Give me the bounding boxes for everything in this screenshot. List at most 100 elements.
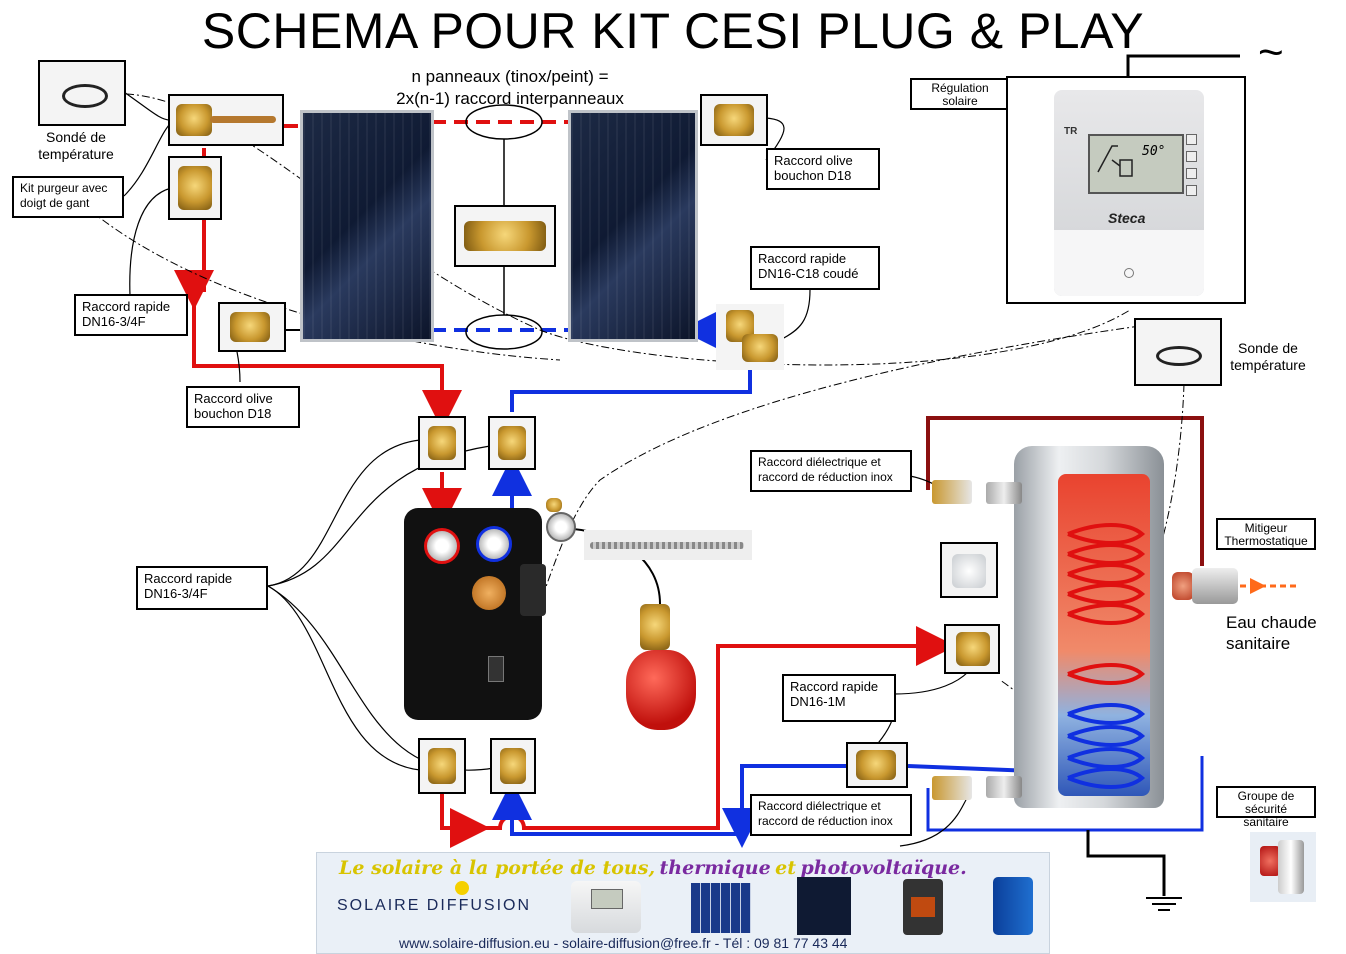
tagline-part2: thermique (659, 857, 771, 879)
raccord-coude-line1: Raccord rapide (758, 251, 847, 266)
station-fitting-bottom-right (490, 738, 536, 794)
panels-note-line1: n panneaux (tinox/peint) = (411, 67, 609, 86)
kit-purgeur-label: Kit purgeur avec doigt de gant (12, 176, 124, 218)
raccord-coude-photo (716, 304, 784, 370)
hot-pipe-interpanel (284, 120, 570, 128)
banner-controller-icon (571, 881, 641, 933)
raccord-olive-top-line1: Raccord olive (774, 153, 853, 168)
interpanel-fitting-photo (454, 205, 556, 267)
raccord-rapide-left-line2: DN16-3/4F (82, 314, 146, 329)
controller-brand: Steca (1108, 210, 1146, 226)
banner-stove-fire (911, 897, 935, 917)
olive-fitting-icon (230, 312, 270, 342)
raccord-olive-bottom-label: Raccord olive bouchon D18 (186, 386, 300, 428)
controller-lower-cover (1054, 230, 1204, 296)
station-fitting-bottom-left (418, 738, 466, 794)
tank-interior (1058, 474, 1150, 796)
eau-chaude-label: Eau chaude sanitaire (1226, 612, 1336, 654)
mitigeur-label: Mitigeur Thermostatique (1216, 518, 1316, 550)
footer-banner: Le solaire à la portée de tous, thermiqu… (316, 852, 1050, 954)
controller-button-up[interactable] (1186, 134, 1197, 145)
groupe-securite-photo (1250, 832, 1316, 902)
olive-fitting-icon-top (714, 104, 754, 136)
mitigeur-line2: Thermostatique (1224, 534, 1308, 548)
sensor-cable-icon-right (1156, 346, 1202, 366)
raccord-olive-bottom-photo (218, 302, 286, 352)
kit-purgeur-line2: doigt de gant (20, 196, 90, 210)
dielectrique-bottom-label: Raccord diélectrique et raccord de réduc… (750, 794, 912, 836)
raccord-rapide-top-photo (168, 156, 222, 220)
regulation-label: Régulation solaire (910, 78, 1010, 110)
controller-frame: TR 50° Steca (1006, 76, 1246, 304)
mixing-valve-knob-icon (1172, 572, 1194, 600)
solar-panel-1 (300, 110, 434, 342)
pressure-gauge-icon (546, 512, 576, 542)
safety-group-valve-icon (1260, 846, 1280, 876)
interpanel-fitting-icon (464, 221, 546, 251)
mitigeur-line1: Mitigeur (1244, 521, 1288, 535)
controller-button-ok[interactable] (1186, 168, 1197, 179)
safety-group-body-icon (1278, 840, 1304, 894)
raccord-dn16-1m-photo (944, 624, 1000, 674)
banner-tagline: Le solaire à la portée de tous, thermiqu… (339, 857, 967, 879)
raccord-bottom-photo (846, 742, 908, 788)
purgeur-rod-icon (210, 116, 276, 123)
steca-controller: TR 50° Steca (1054, 90, 1204, 296)
eau-chaude-line2: sanitaire (1226, 634, 1291, 653)
raccord-dn16-1m-line1: Raccord rapide (790, 679, 879, 694)
dhw-return-pipe (926, 416, 1204, 566)
brass-fitting-bottom-icon (856, 750, 896, 780)
tagline-part3: et (775, 857, 797, 879)
raccord-dn16-1m-line2: DN16-1M (790, 694, 846, 709)
sonde-right-photo (1134, 318, 1222, 386)
vessel-connector-icon (640, 604, 670, 650)
station-side-bracket (520, 564, 546, 616)
station-fitting-top-right (488, 416, 536, 470)
hot-pipe-collector (192, 148, 462, 430)
station-fitting-icon-1 (428, 426, 456, 460)
banner-pv-panel-icon (691, 883, 751, 933)
solar-panel-2 (568, 110, 698, 342)
white-plug-icon (952, 554, 986, 588)
tagline-part1: Le solaire à la portée de tous, (339, 857, 656, 879)
brass-fitting-icon (178, 166, 212, 210)
station-fitting-icon-2 (498, 426, 526, 460)
controller-model: TR (1064, 126, 1078, 137)
banner-brand: SOLAIRE DIFFUSION (337, 897, 532, 914)
raccord-rapide-station-line1: Raccord rapide (144, 571, 233, 586)
purgeur-valve-icon (176, 104, 212, 136)
hot-pipe-bottom (440, 794, 490, 848)
raccord-rapide-left-line1: Raccord rapide (82, 299, 171, 314)
sonde-right-label: Sonde de température (1220, 340, 1316, 374)
raccord-olive-top-label: Raccord olive bouchon D18 (766, 148, 880, 190)
raccord-olive-bottom-line1: Raccord olive (194, 391, 273, 406)
dielectrique-bottom-line2: raccord de réduction inox (758, 814, 893, 828)
sensor-cable-icon (62, 84, 108, 108)
dielectrique-top-label: Raccord diélectrique et raccord de réduc… (750, 450, 912, 492)
elbow-fitting-icon-b (742, 334, 778, 362)
raccord-rapide-station-label: Raccord rapide DN16-3/4F (136, 566, 268, 610)
cold-pipe-return (510, 370, 752, 412)
plug-fitting-photo (940, 542, 998, 598)
station-fitting-icon-4 (500, 748, 526, 784)
purgeur-photo (168, 94, 284, 146)
sonde-left-photo (38, 60, 126, 126)
panels-note: n panneaux (tinox/peint) = 2x(n-1) racco… (360, 66, 660, 110)
reduction-fitting-top-icon (986, 482, 1022, 504)
expansion-vessel-icon (626, 650, 696, 730)
banner-tank-icon (993, 877, 1033, 935)
groupe-securite-line2: sécurité sanitaire (1243, 802, 1289, 829)
dielectrique-top-line2: raccord de réduction inox (758, 470, 893, 484)
controller-button-menu[interactable] (1186, 151, 1197, 162)
raccord-rapide-left-label: Raccord rapide DN16-3/4F (74, 294, 188, 336)
controller-button-down[interactable] (1186, 185, 1197, 196)
panels-note-line2: 2x(n-1) raccord interpanneaux (396, 89, 624, 108)
raccord-rapide-station-line2: DN16-3/4F (144, 586, 208, 601)
safety-valve-icon (546, 498, 562, 512)
mitigeur-photo (1168, 564, 1242, 608)
dielectrique-bottom-line1: Raccord diélectrique et (758, 799, 881, 813)
controller-display-value: 50° (1142, 144, 1166, 159)
dielectrique-top-line1: Raccord diélectrique et (758, 455, 881, 469)
eau-chaude-line1: Eau chaude (1226, 613, 1317, 632)
